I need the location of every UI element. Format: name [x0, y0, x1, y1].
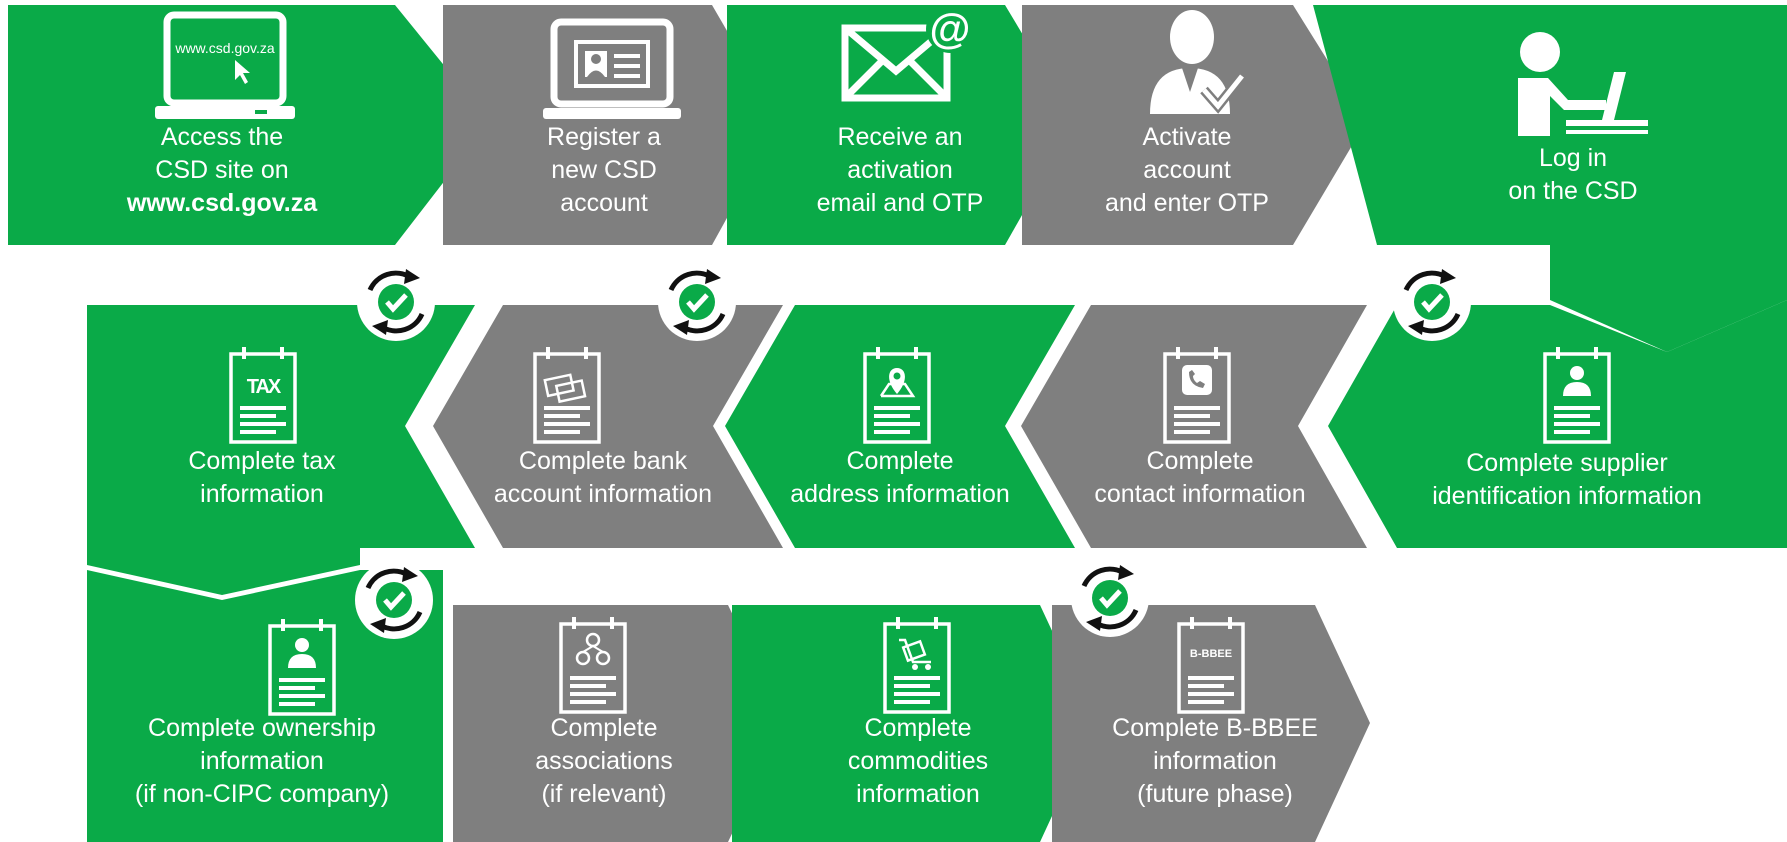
step-label-associations: Complete associations (if relevant): [464, 712, 744, 811]
refresh-check-icon: [357, 263, 435, 341]
step-label-line: on the CSD: [1508, 177, 1638, 205]
step-shape-activate-account: [1022, 5, 1366, 245]
step-label-line: Log in: [1538, 144, 1608, 172]
step-label-line: Complete: [864, 714, 972, 742]
step-label-tax-information: Complete tax information: [112, 445, 412, 511]
step-label-line: email and OTP: [816, 189, 984, 217]
refresh-check-icon: [355, 561, 433, 639]
step-label-line: associations: [535, 747, 673, 775]
step-shape-access-site: [8, 5, 490, 245]
step-shape-contact-information: [1021, 305, 1367, 548]
svg-text:@: @: [930, 5, 971, 52]
step-label-line: identification information: [1432, 482, 1702, 510]
step-shape-receive-email: [727, 5, 1075, 245]
refresh-check-icon: [1393, 263, 1471, 341]
step-label-line: Receive an: [837, 123, 963, 151]
step-label-line: commodities: [847, 747, 989, 775]
email-at-icon: @: [841, 5, 974, 102]
step-label-line: new CSD: [551, 156, 657, 184]
step-shape-ownership-information: [87, 570, 443, 842]
step-label-line: account: [1143, 156, 1231, 184]
step-label-line: Access the: [160, 123, 284, 151]
phone-document-icon: [1163, 347, 1231, 444]
step-shape-tax-information: [87, 305, 475, 595]
step-label-commodities-information: Complete commodities information: [778, 712, 1058, 811]
step-label-line: Complete ownership: [148, 714, 376, 742]
step-label-supplier-identification: Complete supplier identification informat…: [1407, 447, 1727, 513]
step-label-line: Register a: [547, 123, 661, 151]
laptop-website-icon: www.csd.gov.za: [155, 11, 295, 119]
step-label-receive-email: Receive an activation email and OTP: [755, 121, 1045, 220]
step-shape-register-account: [443, 5, 780, 245]
step-shape-log-in: [1313, 5, 1787, 352]
cards-document-icon: [533, 347, 601, 444]
person-laptop-icon: [1518, 32, 1648, 136]
screen-url-text: www.csd.gov.za: [174, 40, 275, 56]
step-label-line: (if relevant): [541, 780, 667, 808]
step-label-line: information: [1153, 747, 1277, 775]
step-label-bbbee-information: Complete B-BBEE information (future phase): [1075, 712, 1355, 811]
tax-document-icon: TAX: [229, 347, 297, 444]
step-shape-commodities-information: [732, 605, 1095, 842]
step-label-register-account: Register a new CSD account: [464, 121, 744, 220]
refresh-check-icon: [658, 263, 736, 341]
step-label-line: Activate: [1142, 123, 1232, 151]
step-shape-associations: [453, 605, 785, 842]
step-label-contact-information: Complete contact information: [1050, 445, 1350, 511]
step-label-line: information: [856, 780, 980, 808]
step-label-line: Complete B-BBEE: [1112, 714, 1318, 742]
owner-document-icon: [268, 619, 336, 716]
step-label-line: Complete tax: [188, 447, 336, 475]
step-label-log-in: Log in on the CSD: [1443, 142, 1703, 208]
step-shape-bbbee-information: [1052, 605, 1370, 842]
bbbee-icon-text: B-BBEE: [1190, 648, 1232, 660]
user-check-icon: [1150, 10, 1246, 114]
step-label-line: contact information: [1094, 480, 1306, 508]
step-label-line: address information: [790, 480, 1010, 508]
id-document-icon: [1543, 347, 1611, 444]
step-label-line: and enter OTP: [1105, 189, 1269, 217]
step-label-line: information: [200, 480, 324, 508]
step-label-bank-account-information: Complete bank account information: [453, 445, 753, 511]
refresh-check-icon: [1071, 559, 1149, 637]
step-label-line: www.csd.gov.za: [126, 189, 318, 217]
step-label-line: information: [200, 747, 324, 775]
step-label-line: Complete: [846, 447, 954, 475]
step-label-line: CSD site on: [155, 156, 289, 184]
id-card-laptop-icon: [543, 18, 681, 119]
step-label-line: (future phase): [1137, 780, 1293, 808]
step-shape-address-information: [725, 305, 1075, 548]
bbbee-document-icon: B-BBEE: [1177, 617, 1245, 714]
step-label-line: (if non-CIPC company): [134, 780, 390, 808]
step-label-line: account information: [493, 480, 713, 508]
step-shape-bank-account-information: [433, 305, 783, 548]
cart-document-icon: [883, 617, 951, 714]
step-label-line: account: [560, 189, 648, 217]
map-pin-document-icon: [863, 347, 931, 444]
step-label-ownership-information: Complete ownership information (if non-CIP…: [97, 712, 427, 811]
step-label-line: activation: [847, 156, 953, 184]
step-label-address-information: Complete address information: [750, 445, 1050, 511]
step-label-activate-account: Activate account and enter OTP: [1042, 121, 1332, 220]
step-label-line: Complete: [550, 714, 658, 742]
step-label-line: Complete bank: [518, 447, 688, 475]
step-label-line: Complete: [1146, 447, 1254, 475]
network-document-icon: [559, 617, 627, 714]
step-label-line: Complete supplier: [1466, 449, 1668, 477]
tax-icon-text: TAX: [247, 376, 282, 398]
